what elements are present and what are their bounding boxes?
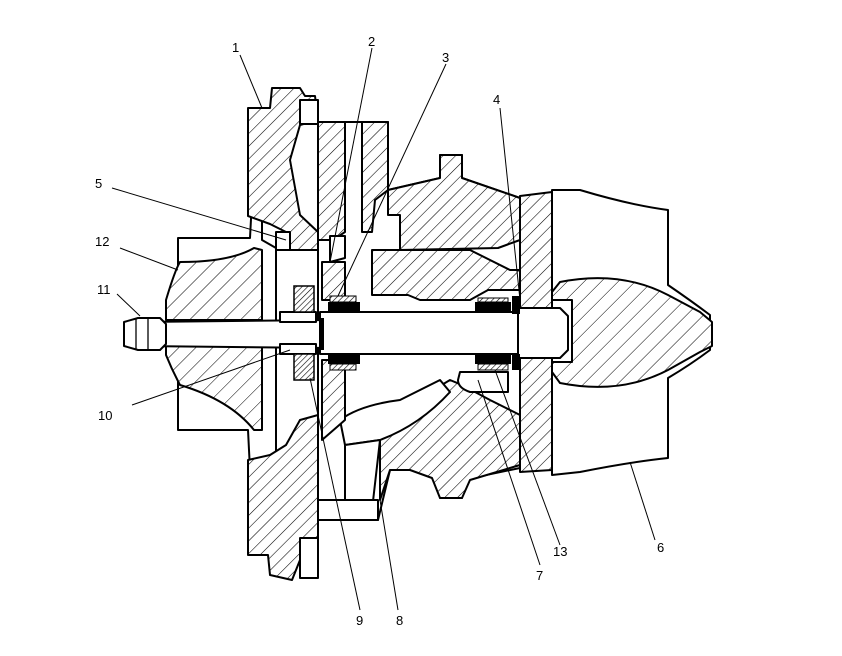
callout-1: 1 <box>232 40 239 55</box>
callout-11: 11 <box>97 282 111 297</box>
callout-8: 8 <box>396 613 403 628</box>
callout-5: 5 <box>95 176 102 191</box>
callout-labels: 1 2 3 4 5 6 7 8 9 10 11 12 13 <box>95 34 664 628</box>
turbine-wheel <box>551 189 713 476</box>
seal-ring <box>275 231 520 370</box>
turbine-bearing <box>457 297 511 393</box>
shaft-nut <box>123 317 167 351</box>
callout-4: 4 <box>493 92 500 107</box>
compressor-bearing <box>328 295 360 371</box>
callout-6: 6 <box>657 540 664 555</box>
callout-3: 3 <box>442 50 449 65</box>
callout-13: 13 <box>553 544 567 559</box>
leader-lines <box>111 47 656 611</box>
callout-12: 12 <box>95 234 109 249</box>
thrust-collar <box>279 285 317 381</box>
callout-10: 10 <box>98 408 112 423</box>
compressor-backplate <box>247 87 319 581</box>
callout-2: 2 <box>368 34 375 49</box>
callout-7: 7 <box>536 568 543 583</box>
callout-9: 9 <box>356 613 363 628</box>
shaft <box>139 307 569 359</box>
